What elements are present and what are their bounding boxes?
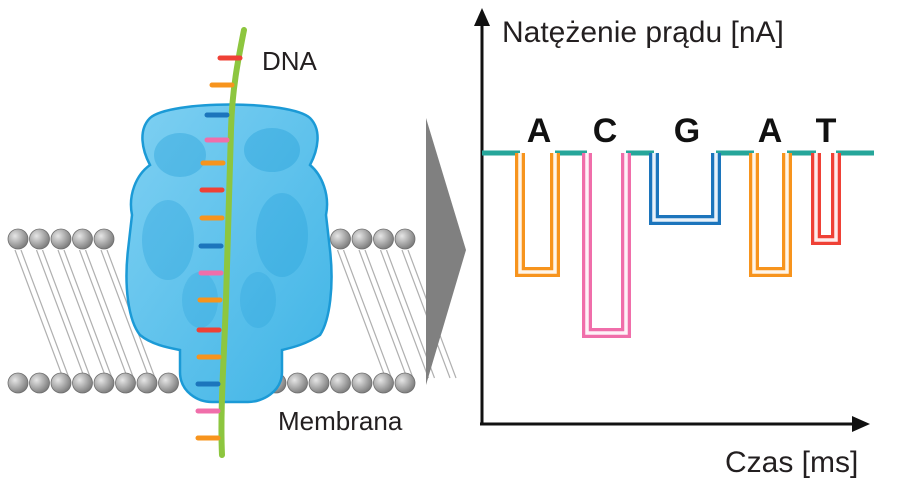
lipid-head [351, 228, 373, 250]
base-letter-a: A [527, 112, 552, 150]
base-letter-c: C [593, 112, 618, 150]
dna-strand [218, 27, 247, 458]
lipid-tail [336, 249, 387, 379]
x-axis-arrowhead [852, 416, 870, 432]
base-letter-a: A [758, 112, 783, 150]
trace-dip-highlight [752, 153, 789, 274]
lipid-tail [14, 249, 64, 379]
lipid-head [50, 228, 72, 250]
pore-lobe-shadow [244, 128, 300, 172]
pore-lobe-shadow [154, 133, 206, 177]
trace-dip-highlight [585, 153, 628, 335]
lipid-tail [84, 249, 135, 379]
arrow-shape [426, 118, 466, 385]
lipid-head [373, 372, 394, 394]
trace-dip-c [582, 153, 631, 338]
lipid-head [136, 372, 158, 394]
lipid-head [287, 372, 308, 394]
lipid-head [330, 228, 351, 250]
trace-dip-a [515, 153, 560, 277]
lipid-head [29, 372, 50, 394]
lipid-tail [57, 249, 107, 379]
current-trace [482, 150, 874, 338]
pore-lobe-shadow [256, 193, 308, 277]
lipid-head [115, 372, 136, 394]
lipid-head [351, 372, 373, 394]
lipid-tail [342, 249, 393, 379]
y-axis-arrowhead [474, 8, 490, 26]
trace-dip-highlight [814, 153, 838, 242]
y-axis-label: Natężenie prądu [nA] [502, 16, 784, 49]
dna-base-ticks [195, 55, 243, 441]
lipid-tail [63, 249, 113, 379]
lipid-head [72, 228, 93, 250]
trace-dip-g [649, 153, 721, 225]
lipid-head [308, 372, 330, 394]
lipid-head [394, 372, 416, 394]
lipid-head [50, 372, 72, 394]
base-letter-g: G [674, 112, 700, 150]
lipid-tail [364, 249, 414, 379]
trace-dip-t [811, 153, 841, 245]
lipid-tail [41, 249, 92, 379]
lipid-tail [358, 249, 408, 379]
lipid-head [7, 372, 29, 394]
lipid-heads-top [7, 228, 416, 250]
base-letter-t: T [816, 112, 837, 150]
lipid-head [373, 228, 394, 250]
lipid-tail [100, 249, 150, 379]
lipid-head [7, 228, 29, 250]
lipid-head [93, 372, 115, 394]
lipid-tail [20, 249, 70, 379]
trace-dip-highlight [652, 153, 718, 222]
trace-dip-highlight [518, 153, 557, 274]
dna-label: DNA [262, 46, 318, 76]
pore-lobe-shadow [240, 272, 276, 328]
lipid-head [93, 228, 115, 250]
trace-dip-a [749, 153, 792, 277]
lipid-tail [35, 249, 86, 379]
lipid-head [330, 372, 351, 394]
lipid-head [158, 372, 179, 394]
lipid-head [394, 228, 416, 250]
lipid-head [72, 372, 93, 394]
lipid-tail [379, 249, 430, 379]
dna-strand-group [195, 27, 247, 458]
lipid-head [29, 228, 50, 250]
membrane-label: Membrana [278, 406, 403, 436]
x-axis-label: Czas [ms] [725, 446, 858, 479]
pore-lobe-shadow [142, 200, 194, 280]
lipid-tail [78, 249, 129, 379]
